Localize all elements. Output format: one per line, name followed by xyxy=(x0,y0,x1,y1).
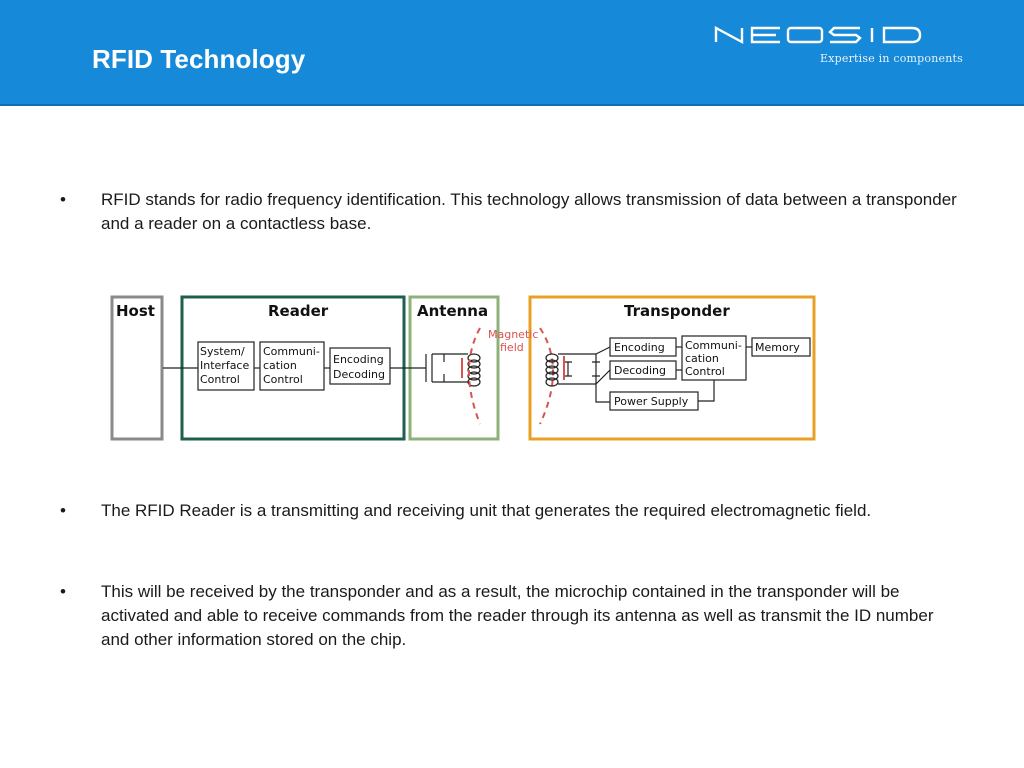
page-title: RFID Technology xyxy=(92,44,306,74)
rfid-block-diagram: Host Reader Antenna Transponder System/ … xyxy=(110,295,816,441)
bullet-text: This will be received by the transponder… xyxy=(101,582,934,649)
logo-tagline: Expertise in components xyxy=(820,52,963,65)
transponder-comm-label-3: Control xyxy=(685,365,725,378)
reader-comm-label-1: Communi- xyxy=(263,345,320,358)
transponder-section-frame xyxy=(528,295,816,441)
transponder-label: Transponder xyxy=(624,302,730,320)
system-interface-label-2: Interface xyxy=(200,359,249,372)
reader-coil-icon xyxy=(444,353,481,387)
system-interface-label-3: Control xyxy=(200,373,240,386)
reader-communication-control-block xyxy=(259,341,325,391)
bullet-text: RFID stands for radio frequency identifi… xyxy=(101,190,957,233)
bullet-text: The RFID Reader is a transmitting and re… xyxy=(101,501,872,520)
memory-label: Memory xyxy=(755,341,800,354)
transponder-decoding-label: Decoding xyxy=(614,364,666,377)
memory-block xyxy=(751,337,811,357)
transponder-communication-control-block xyxy=(681,335,747,381)
reader-encoding-label: Encoding xyxy=(333,353,384,366)
bullet-symbol: • xyxy=(60,501,66,520)
host-label: Host xyxy=(116,302,155,320)
system-interface-label-1: System/ xyxy=(200,345,245,358)
power-supply-label: Power Supply xyxy=(614,395,689,408)
transponder-comm-label-2: cation xyxy=(685,352,719,365)
system-interface-control-block xyxy=(197,341,255,391)
bullet-symbol: • xyxy=(60,190,66,209)
magnetic-field-label-2: field xyxy=(500,341,524,354)
reader-comm-label-2: cation xyxy=(263,359,297,372)
reader-label: Reader xyxy=(268,302,329,320)
reader-decoding-label: Decoding xyxy=(333,368,385,381)
bullet-symbol: • xyxy=(60,582,66,601)
reader-comm-label-3: Control xyxy=(263,373,303,386)
transponder-comm-label-1: Communi- xyxy=(685,339,742,352)
neosid-logo xyxy=(714,25,922,45)
host-section-frame xyxy=(110,295,164,441)
antenna-label: Antenna xyxy=(417,302,488,320)
header-bar: RFID Technology Expertise in components xyxy=(0,0,1024,106)
magnetic-field-label-1: Magnetic xyxy=(488,328,538,341)
antenna-circuit xyxy=(425,353,445,383)
transponder-rectifier xyxy=(592,346,611,403)
transponder-coil-icon xyxy=(545,353,596,387)
transponder-encoding-label: Encoding xyxy=(614,341,665,354)
encoding-decoding-block xyxy=(329,347,391,385)
